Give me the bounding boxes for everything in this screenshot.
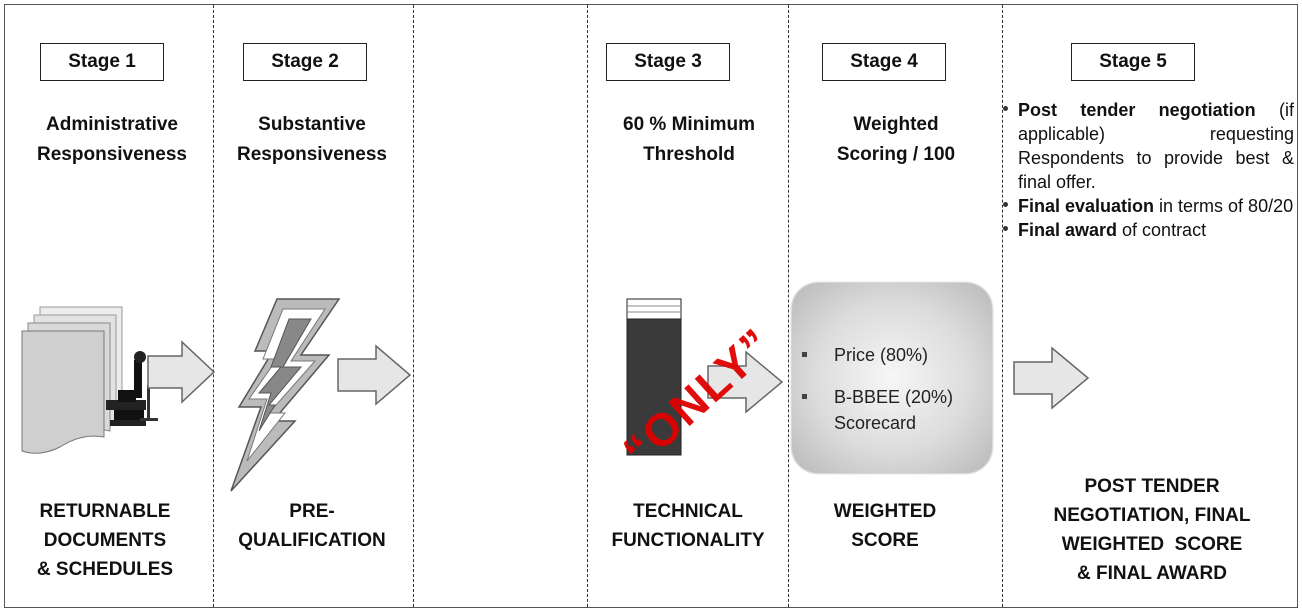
- stage-5-label: Stage 5: [1071, 43, 1195, 81]
- bullet-text: of contract: [1117, 220, 1207, 240]
- stage-2-label: Stage 2: [243, 43, 367, 81]
- bbbee-weight-item: B-BBEE (20%): [834, 387, 954, 407]
- footer-line: SCORE: [851, 530, 919, 551]
- footer-line: WEIGHTED: [833, 501, 937, 522]
- price-weight-item: Price (80%): [834, 345, 929, 365]
- arrow-right-icon: [147, 340, 216, 404]
- documents-chair-icon: [21, 306, 158, 454]
- column-divider: [213, 5, 214, 607]
- footer-line: QUALIFICATION: [238, 530, 386, 551]
- bullet-bold: Post tender negotiation: [1018, 100, 1256, 120]
- scorecard-item: Scorecard: [834, 413, 917, 433]
- footer-line: WEIGHTED SCORE: [1061, 534, 1243, 555]
- bullet-text: in terms of 80/20: [1154, 196, 1294, 216]
- stage-3-footer: TECHNICAL FUNCTIONALITY: [588, 497, 788, 555]
- bullet-icon: [802, 394, 807, 399]
- heading-line: Responsiveness: [37, 144, 187, 165]
- bullet-item: Final award of contract: [1002, 218, 1294, 242]
- stage-2-footer: PRE- QUALIFICATION: [210, 497, 414, 555]
- footer-line: POST TENDER: [1084, 476, 1220, 497]
- heading-line: Scoring / 100: [836, 144, 956, 165]
- heading-line: 60 % Minimum: [623, 114, 755, 135]
- column-divider: [788, 5, 789, 607]
- weighted-score-box: Price (80%) B-BBEE (20%) Scorecard: [792, 283, 992, 473]
- bullet-icon: [802, 352, 807, 357]
- column-divider: [587, 5, 588, 607]
- stage-4-footer: WEIGHTED SCORE: [790, 497, 980, 555]
- bullet-bold: Final evaluation: [1018, 196, 1155, 216]
- bullet-icon: [1003, 226, 1008, 231]
- heading-line: Weighted: [853, 114, 939, 135]
- stage-3-label: Stage 3: [606, 43, 730, 81]
- bullet-icon: [1003, 202, 1008, 207]
- footer-line: DOCUMENTS: [43, 530, 167, 551]
- footer-line: NEGOTIATION, FINAL: [1053, 505, 1251, 526]
- threshold-bar-icon: [626, 298, 682, 456]
- column-divider: [1002, 5, 1003, 607]
- stage-5-footer: POST TENDER NEGOTIATION, FINAL WEIGHTED SC…: [1010, 472, 1294, 588]
- bullet-item: Post tender negotiation (if applicable) …: [1002, 98, 1294, 194]
- heading-line: Responsiveness: [237, 144, 387, 165]
- diagram-frame: [4, 4, 1298, 608]
- stage-1-label: Stage 1: [40, 43, 164, 81]
- stage-1-footer: RETURNABLE DOCUMENTS & SCHEDULES: [6, 497, 204, 584]
- heading-line: Substantive: [258, 114, 366, 135]
- footer-line: & FINAL AWARD: [1077, 563, 1227, 584]
- lightning-bolt-icon: [230, 298, 341, 492]
- heading-line: Threshold: [643, 144, 735, 165]
- footer-line: RETURNABLE: [39, 501, 171, 522]
- arrow-right-icon: [707, 350, 784, 414]
- arrow-right-icon: [337, 344, 412, 406]
- bullet-icon: [1003, 106, 1008, 111]
- footer-line: FUNCTIONALITY: [611, 530, 765, 551]
- footer-line: TECHNICAL: [633, 501, 743, 522]
- footer-line: PRE-: [289, 501, 335, 522]
- bullet-text: (if applicable) requesting Respondents t…: [1018, 100, 1294, 192]
- footer-line: & SCHEDULES: [36, 559, 174, 580]
- stage-5-bullet-list: Post tender negotiation (if applicable) …: [1002, 98, 1294, 242]
- bullet-bold: Final award: [1018, 220, 1118, 240]
- column-divider: [413, 5, 414, 607]
- bullet-item: Final evaluation in terms of 80/20: [1002, 194, 1294, 218]
- arrow-right-icon: [1013, 346, 1090, 410]
- stage-4-label: Stage 4: [822, 43, 946, 81]
- heading-line: Administrative: [46, 114, 178, 135]
